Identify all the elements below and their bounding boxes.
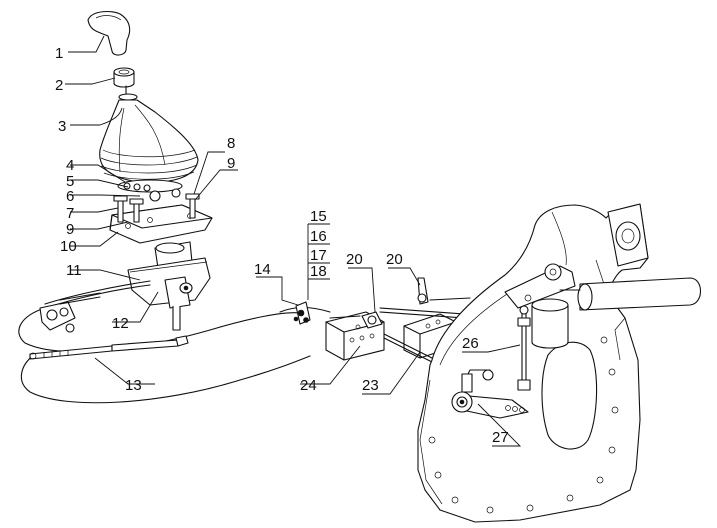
- shift-cable-upper: [18, 280, 301, 353]
- callout-labels: 1 2 3 4 5 6 7 9 10 8 9 11 12 13 14 15 16…: [55, 45, 509, 446]
- callout-18: 18: [310, 263, 327, 280]
- callout-4: 4: [66, 157, 74, 174]
- callout-15: 15: [310, 208, 327, 225]
- cable-bracket: [279, 301, 331, 325]
- callout-14: 14: [254, 261, 271, 278]
- callout-3: 3: [58, 118, 66, 135]
- callout-1: 1: [55, 45, 63, 62]
- callout-6: 6: [66, 188, 74, 205]
- callout-16: 16: [310, 228, 327, 245]
- callout-20-right: 20: [386, 251, 403, 268]
- callout-7: 7: [66, 205, 74, 222]
- callout-11: 11: [66, 262, 82, 279]
- callout-23: 23: [362, 377, 379, 394]
- lower-shift-lever: [451, 369, 529, 419]
- callout-27: 27: [492, 429, 509, 446]
- callout-13: 13: [125, 377, 142, 394]
- callout-20-left: 20: [346, 251, 363, 268]
- callout-8: 8: [227, 135, 235, 152]
- callout-17: 17: [310, 247, 327, 264]
- rubber-boot: [99, 85, 199, 183]
- callout-26: 26: [462, 335, 479, 352]
- knob-adapter: [113, 67, 135, 88]
- callout-12: 12: [112, 315, 129, 332]
- mounting-bracket: [109, 179, 213, 244]
- callout-5: 5: [66, 173, 74, 190]
- callout-2: 2: [55, 77, 63, 94]
- housing-shift-lever: [504, 263, 702, 391]
- leader-lines: [65, 35, 522, 447]
- callout-9-left: 9: [66, 221, 74, 238]
- callout-9-right: 9: [227, 155, 235, 172]
- callout-10: 10: [60, 238, 77, 255]
- shift-knob: [87, 10, 131, 56]
- shifter-base: [127, 241, 211, 331]
- callout-24: 24: [300, 377, 317, 394]
- transmission-housing: [417, 203, 649, 523]
- shift-cable-lower: [20, 335, 311, 404]
